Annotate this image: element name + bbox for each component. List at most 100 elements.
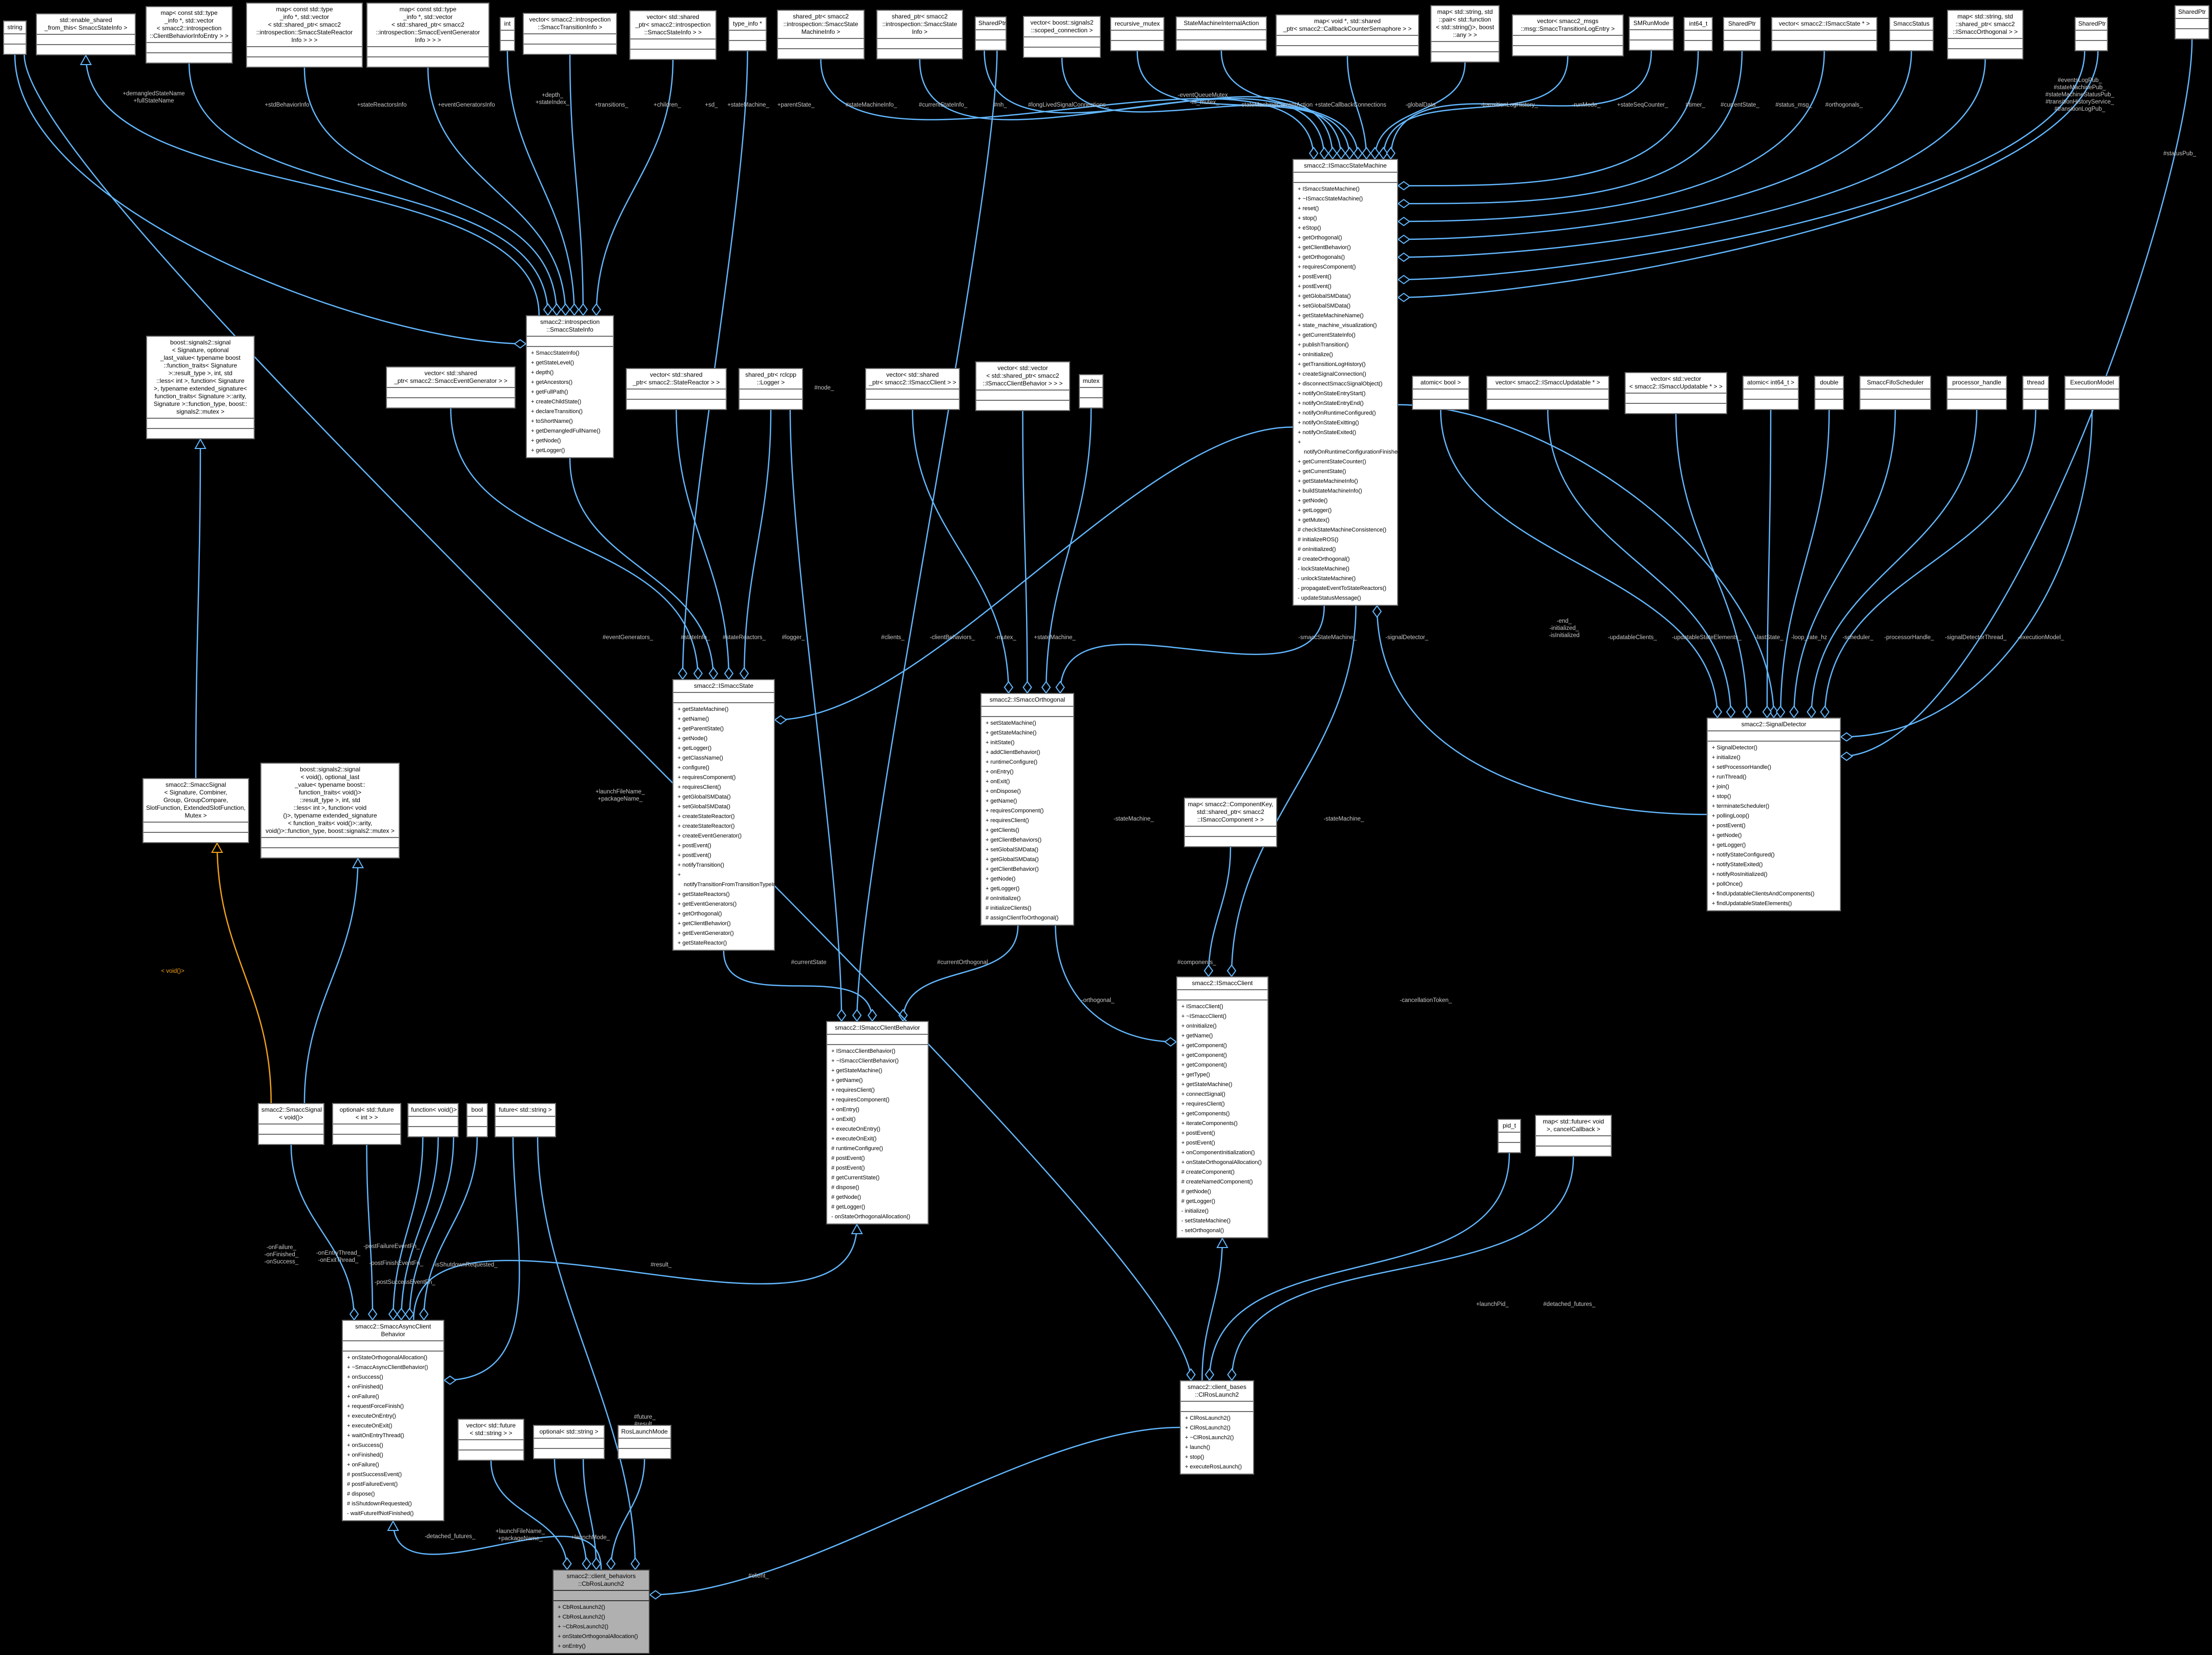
class-node-map-const-std-type-info-std-vector-std-s[interactable]: map< const std::type _info *, std::vecto… [366,3,489,68]
class-node-bool[interactable]: bool [466,1103,488,1137]
class-node-atomic-int64-t-[interactable]: atomic< int64_t > [1743,376,1799,410]
methods-compartment [1413,399,1468,409]
method-label: + postEvent() [1298,274,1332,280]
class-node-vector-std-future-std-string-[interactable]: vector< std::future < std::string > > [458,1419,524,1461]
class-node-vector-std-vector-std-shared-ptr-smacc2-[interactable]: vector< std::vector < std::shared_ptr< s… [975,361,1070,411]
class-node-vector-std-shared-ptr-smacc2-ismaccclien[interactable]: vector< std::shared _ptr< smacc2::ISmacc… [865,368,960,410]
class-node-int[interactable]: int [500,17,515,51]
methods-compartment: + ISmaccClientBehavior()+ ~ISmaccClientB… [827,1044,928,1223]
method-label: + getNode() [678,735,708,742]
class-node-vector-std-shared-ptr-smacc2-statereacto[interactable]: vector< std::shared _ptr< smacc2::StateR… [626,368,727,410]
attributes-compartment [1431,41,1499,51]
class-node-vector-boost-signals2-scoped-connection-[interactable]: vector< boost::signals2 ::scoped_connect… [1023,16,1101,58]
class-node-atomic-bool-[interactable]: atomic< bool > [1412,376,1469,410]
class-node-smaccfifoscheduler[interactable]: SmaccFifoScheduler [1859,376,1931,410]
class-node-processor-handle[interactable]: processor_handle [1947,376,2007,410]
aggregation-diamond-icon [1397,216,1410,227]
class-node-type-info-[interactable]: type_info * [728,17,767,51]
class-node-smaccstatus[interactable]: SmaccStatus [1889,17,1934,51]
class-node-smacc2-ismaccclient[interactable]: smacc2::ISmaccClient+ ISmaccClient()+ ~I… [1176,976,1268,1238]
attributes-compartment [1708,730,1840,741]
class-node-shared-ptr-smacc2-introspection-smaccsta[interactable]: shared_ptr< smacc2 ::introspection::Smac… [876,10,963,59]
aggregation-edge [1675,413,1748,719]
class-node-double[interactable]: double [1814,376,1844,410]
method-label: # runtimeConfigure() [831,1146,883,1152]
class-node-smacc2-smaccsignal-signature-combiner-gr[interactable]: smacc2::SmaccSignal < Signature, Combine… [142,778,249,843]
class-node-optional-std-string-[interactable]: optional< std::string > [533,1425,605,1459]
method-label: + ~SmaccAsyncClientBehavior() [347,1364,428,1371]
edge-label: -eventQueueMutex_ -m_mutex_ [1177,92,1232,106]
class-node-sharedptr[interactable]: SharedPtr [1723,17,1761,51]
class-node-vector-std-shared-ptr-smacc2-smacceventg[interactable]: vector< std::shared _ptr< smacc2::SmaccE… [386,366,516,408]
aggregation-diamond-icon [1840,751,1853,761]
class-node-map-void-std-shared-ptr-smacc2-callbackc[interactable]: map< void *, std::shared _ptr< smacc2::C… [1276,14,1419,56]
methods-compartment [259,1134,323,1144]
method-label: - waitFutureIfNotFinished() [347,1510,414,1517]
method-label: + requiresComponent() [678,774,736,781]
class-node-map-const-std-type-info-std-vector-smacc[interactable]: map< const std::type _info *, std::vecto… [146,6,233,64]
class-node-future-std-string-[interactable]: future< std::string > [495,1103,556,1137]
method-label: + postEvent() [678,852,711,859]
class-node-smacc2-ismaccstate[interactable]: smacc2::ISmaccState+ getStateMachine()+ … [672,679,785,951]
class-node-vector-smacc2-ismaccupdatable-[interactable]: vector< smacc2::ISmaccUpdatable * > [1486,376,1609,410]
method-label: # getLogger() [1181,1198,1216,1204]
class-node-optional-std-future-int-[interactable]: optional< std::future < int > > [332,1103,401,1145]
class-title: vector< boost::signals2 ::scoped_connect… [1030,19,1094,34]
class-node-smacc2-smaccsignal-void-[interactable]: smacc2::SmaccSignal < void()> [258,1103,324,1145]
class-node-map-const-std-type-info-std-vector-std-s[interactable]: map< const std::type _info *, std::vecto… [246,3,363,68]
class-node-executionmodel[interactable]: ExecutionModel [2064,376,2120,410]
aggregation-edge [423,1136,478,1321]
class-node-sharedptr[interactable]: SharedPtr [2175,5,2209,39]
class-node-map-std-string-std-pair-std-function-std[interactable]: map< std::string, std ::pair< std::funct… [1430,5,1500,63]
methods-compartment [778,48,864,58]
methods-compartment [1536,1146,1611,1156]
class-node-mutex[interactable]: mutex [1079,374,1103,408]
class-node-std-enable-shared-from-this-smaccstatein[interactable]: std::enable_shared _from_this< SmaccStat… [36,13,136,55]
class-node-shared-ptr-smacc2-introspection-smaccsta[interactable]: shared_ptr< smacc2 ::introspection::Smac… [777,10,865,59]
class-node-smacc2-ismaccorthogonal[interactable]: smacc2::ISmaccOrthogonal+ setStateMachin… [980,693,1074,926]
class-node-boost-signals2-signal-void-optional-last[interactable]: boost::signals2::signal < void(), option… [260,763,400,859]
edge-label: #orthogonals_ [1825,102,1863,108]
edge-label: -stateMachine_ [1323,816,1364,822]
class-node-map-smacc2-componentkey-std-shared-ptr-s[interactable]: map< smacc2::ComponentKey, std::shared_p… [1184,798,1277,847]
class-node-pid-t[interactable]: pid_t [1498,1119,1521,1153]
edge-label: -clientBehaviors_ [929,635,975,641]
method-label: + notifyOnStateExitting() [1298,420,1359,426]
class-node-sharedptr[interactable]: SharedPtr [2075,17,2108,51]
class-node-smacc2-ismaccstatemachine[interactable]: smacc2::ISmaccStateMachine+ ISmaccStateM… [1293,159,1404,606]
class-title: smacc2::ISmaccState [693,682,754,689]
class-title: std::enable_shared _from_this< SmaccStat… [44,16,128,31]
class-node-smrunmode[interactable]: SMRunMode [1629,16,1674,51]
method-label: + onEntry() [986,769,1014,775]
class-node-int64-t[interactable]: int64_t [1684,17,1713,51]
class-node-smacc2-smaccasyncclientbehavior[interactable]: smacc2::SmaccAsyncClient Behavior+ onSta… [342,1320,444,1521]
class-node-smacc2-ismaccclientbehavior[interactable]: smacc2::ISmaccClientBehavior+ ISmaccClie… [826,1021,929,1224]
method-label: + getLogger() [531,447,565,454]
class-node-map-std-future-void-cancelcallback-[interactable]: map< std::future< void >, cancelCallback… [1535,1115,1612,1157]
class-node-shared-ptr-rclcpp-logger-[interactable]: shared_ptr< rclcpp ::Logger > [739,368,803,410]
method-label: + getStateLevel() [531,360,575,366]
class-node-smacc2-client-bases-clroslaunch2[interactable]: smacc2::client_bases ::ClRosLaunch2+ ClR… [1180,1380,1254,1475]
class-node-boost-signals2-signal-signature-optional[interactable]: boost::signals2::signal < Signature, opt… [146,336,255,439]
class-node-statemachineinternalaction[interactable]: StateMachineInternalAction [1176,16,1267,51]
class-node-thread[interactable]: thread [2022,376,2049,410]
class-node-sharedptr[interactable]: SharedPtr [975,16,1007,51]
class-node-string[interactable]: string [3,21,27,55]
class-node-vector-std-shared-ptr-smacc2-introspecti[interactable]: vector< std::shared _ptr< smacc2::intros… [629,10,716,60]
class-node-smacc2-introspection-smaccstateinfo[interactable]: smacc2::introspection ::SmaccStateInfo+ … [526,315,614,458]
method-label: - setStateMachine() [1181,1218,1231,1224]
class-node-vector-smacc2-introspection-smacctransit[interactable]: vector< smacc2::introspection ::SmaccTra… [523,13,617,55]
class-node-smacc2-signaldetector[interactable]: smacc2::SignalDetector+ SignalDetector()… [1707,718,1841,911]
method-label: + getClientBehaviors() [986,837,1042,843]
aggregation-diamond-icon [1328,147,1338,160]
class-node-smacc2-client-behaviors-cbroslaunch2[interactable]: smacc2::client_behaviors ::CbRosLaunch2+… [552,1569,650,1654]
class-node-function-void-[interactable]: function< void()> [407,1103,459,1137]
class-node-vector-smacc2-ismaccstate-[interactable]: vector< smacc2::ISmaccState * > [1771,17,1877,51]
class-node-vector-std-vector-smacc2-ismaccupdatable[interactable]: vector< std::vector < smacc2::ISmaccUpda… [1625,372,1727,414]
class-node-roslaunchmode[interactable]: RosLaunchMode [618,1425,671,1459]
class-node-recursive-mutex[interactable]: recursive_mutex [1110,17,1164,51]
aggregation-diamond-icon [1308,147,1319,160]
class-node-vector-smacc2-msgs-msg-smacctransitionlo[interactable]: vector< smacc2_msgs ::msg::SmaccTransiti… [1512,14,1624,56]
class-node-map-std-string-std-shared-ptr-smacc2-ism[interactable]: map< std::string, std ::shared_ptr< smac… [1947,10,2023,59]
attributes-compartment [1815,389,1843,399]
